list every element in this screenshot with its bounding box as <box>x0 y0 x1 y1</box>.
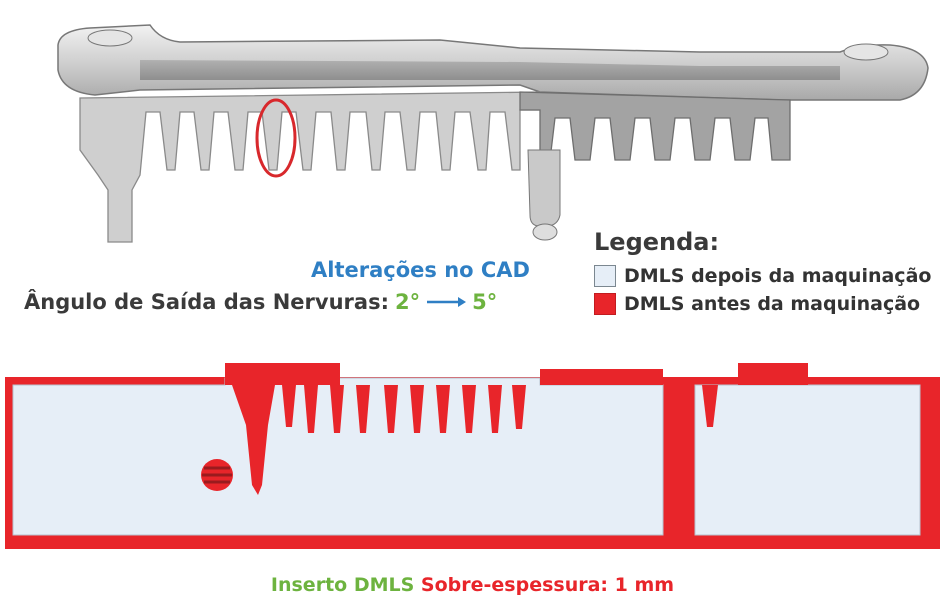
draft-angle-label: Ângulo de Saída das Nervuras: <box>24 290 389 314</box>
caption-overthickness: Sobre-espessura: 1 mm <box>420 574 675 596</box>
legend-swatch-light <box>594 265 616 287</box>
legend-item-after-machining: DMLS depois da maquinação <box>594 262 934 290</box>
legend-title: Legenda: <box>594 228 720 256</box>
highlight-ellipse <box>255 98 297 178</box>
angle-to: 5° <box>472 290 498 314</box>
cross-section-diagram <box>5 363 940 549</box>
cad-changes-block: Alterações no CAD Ângulo de Saída das Ne… <box>0 256 560 314</box>
dmls-insert-sphere <box>201 459 233 491</box>
angle-from: 2° <box>394 290 421 314</box>
legend-item-before-machining: DMLS antes da maquinação <box>594 290 934 318</box>
caption-insert: Inserto DMLS <box>270 574 415 596</box>
cad-title: Alterações no CAD <box>311 258 530 282</box>
legend-label-after: DMLS depois da maquinação <box>624 265 932 287</box>
part-render-illustration <box>57 24 929 243</box>
draft-angle-line: Ângulo de Saída das Nervuras: 2° 5° <box>24 290 497 314</box>
legend: Legenda: DMLS depois da maquinação DMLS … <box>594 228 934 318</box>
arrow-right-icon <box>427 297 467 307</box>
caption: Inserto DMLS Sobre-espessura: 1 mm <box>0 574 945 596</box>
legend-label-before: DMLS antes da maquinação <box>624 293 921 315</box>
legend-swatch-red <box>594 293 616 315</box>
